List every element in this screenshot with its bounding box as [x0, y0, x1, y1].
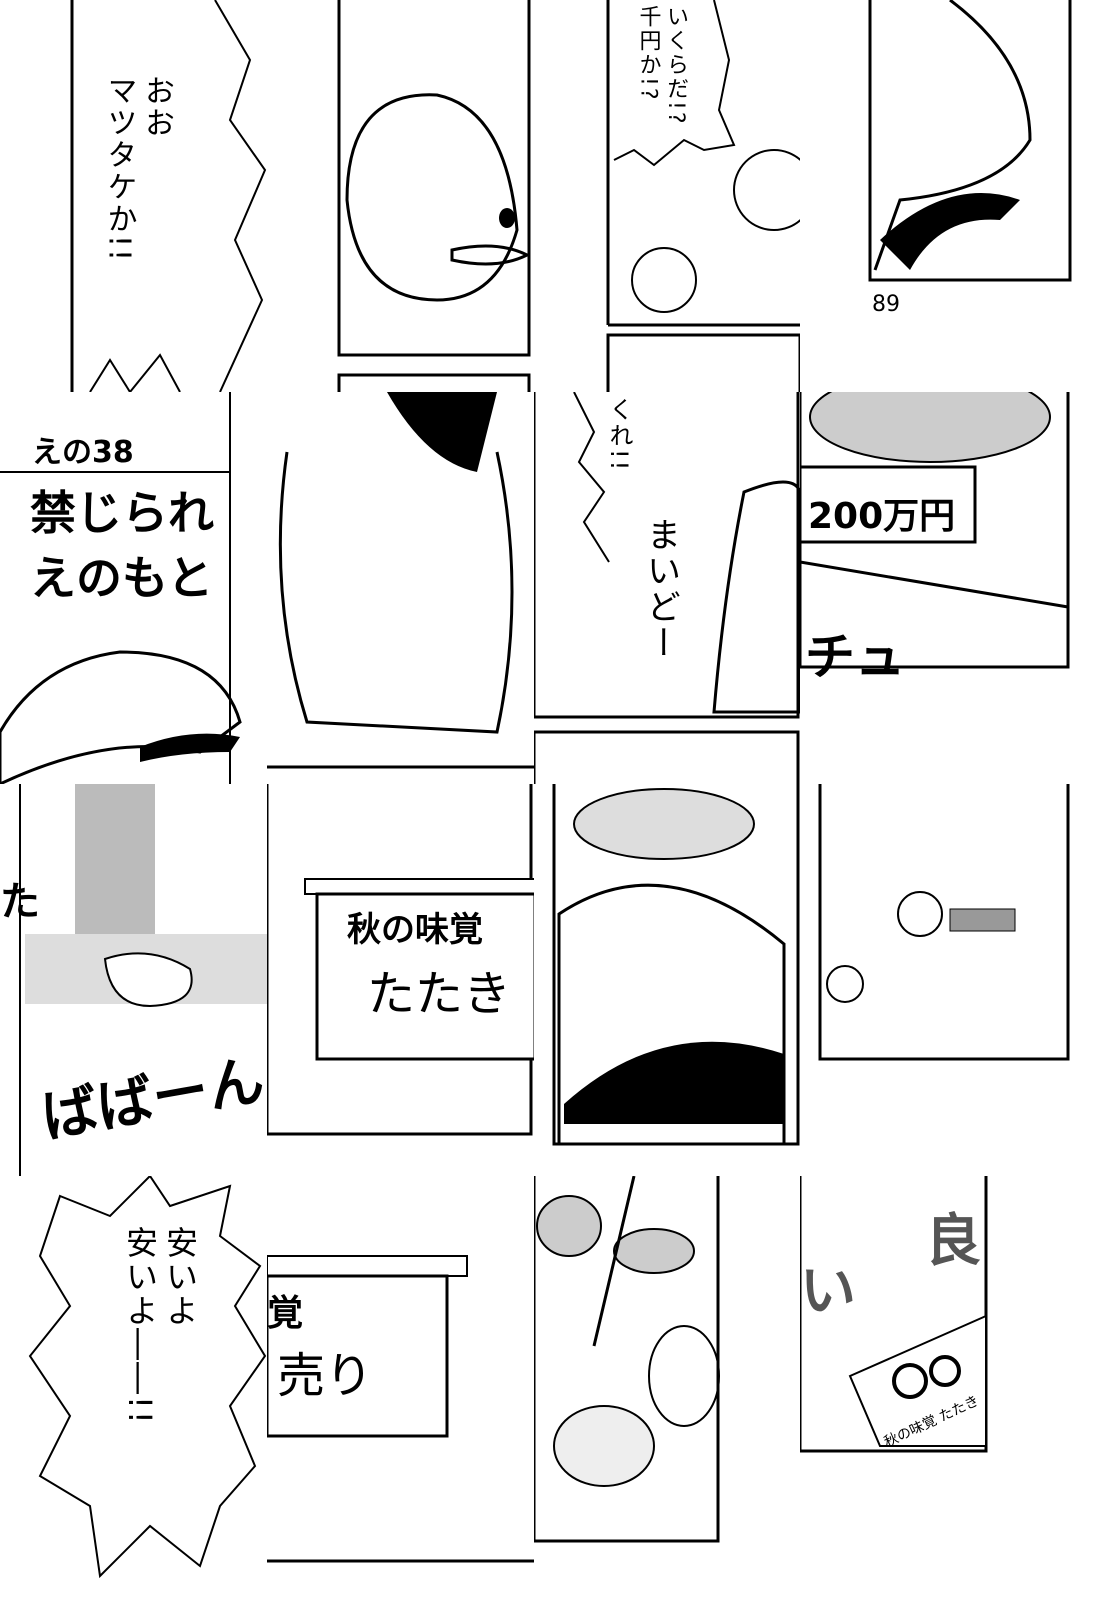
stall-sign-line-2: 売り: [277, 1348, 374, 1404]
manga-tile-sweating-face: 89: [800, 0, 1103, 392]
page-number: 89: [872, 292, 900, 317]
manga-tile-speech-matsutake: おおマツタケか!!: [0, 0, 267, 392]
chapter-title-line-2: えのもと: [30, 551, 214, 605]
manga-tile-food: [534, 1176, 800, 1600]
manga-tile-shopkeeper: くれ!! まいどー: [534, 392, 800, 784]
manga-tile-face-closeup: [267, 0, 534, 392]
chapter-title-line-1: 禁じられ: [30, 486, 214, 540]
manga-tile-speech-cheap: 安いよ安いよ――!!: [0, 1176, 267, 1600]
price-tag: 200万円: [808, 496, 956, 537]
partial-text: い: [800, 1259, 856, 1324]
stall-sign-line-1: 覚: [267, 1293, 304, 1334]
manga-tile-speech-price: いくらだ!?千円か!?: [534, 0, 800, 392]
speech-text: 安いよ安いよ――!!: [121, 1226, 199, 1426]
manga-tile-chapter-title: えの38 禁じられ えのもと: [0, 392, 267, 784]
sound-effect-text: まいどー: [640, 517, 681, 661]
speech-text: いくらだ!?千円か!?: [635, 5, 689, 126]
sign-character: 良: [925, 1209, 981, 1274]
stall-sign-line-2: たたき: [367, 966, 512, 1022]
speech-text: くれ!!: [605, 397, 633, 473]
speech-text: おおマツタケか!!: [101, 75, 175, 264]
partial-text: チュ: [805, 628, 905, 686]
partial-text: た: [0, 879, 40, 925]
manga-tile-cat: た ばばーん: [0, 784, 267, 1176]
manga-tile-stall-sign: 秋の味覚 たたき: [267, 784, 534, 1176]
manga-tile-price-tag: 200万円 チュ: [800, 392, 1103, 784]
manga-tile-characters-walking: [800, 784, 1103, 1176]
chapter-number: えの38: [32, 435, 134, 470]
manga-tile-body: [267, 392, 534, 784]
manga-tile-stall-sign-right: 覚 売り: [267, 1176, 534, 1600]
manga-tile-sign-closeup: 良 い 秋の味覚 たたき: [800, 1176, 1103, 1600]
manga-tile-eating-face: [534, 784, 800, 1176]
stall-sign-line-1: 秋の味覚: [347, 910, 483, 950]
